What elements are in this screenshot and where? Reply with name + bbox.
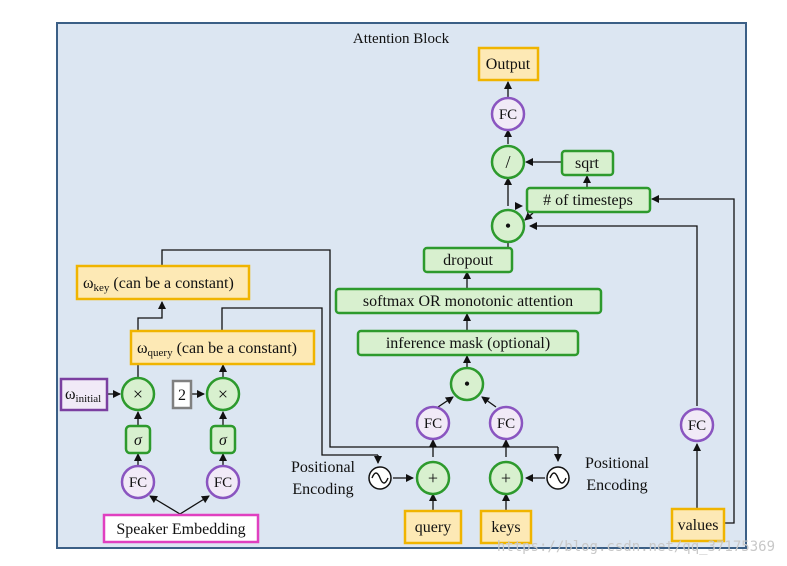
mask-node: inference mask (optional)	[356, 329, 580, 357]
fc-keys-label: FC	[497, 416, 515, 432]
fc-query-label: FC	[424, 416, 442, 432]
block-title: Attention Block	[353, 31, 450, 47]
fc-speaker-right-label: FC	[214, 475, 232, 491]
pe-left-line2: Encoding	[292, 481, 353, 498]
plus-keys-label: +	[501, 468, 511, 488]
fc-speaker-right-node: FC	[205, 464, 241, 500]
fc-values-node: FC	[679, 407, 715, 443]
speaker-embedding-label: Speaker Embedding	[116, 521, 245, 538]
two-node: 2	[171, 379, 193, 410]
sigma-right-node: σ	[209, 424, 237, 455]
omega-query-node: ωquery (can be a constant)	[129, 329, 316, 366]
dot-top-node: •	[490, 208, 526, 244]
omega-initial-label: ωinitial	[65, 386, 101, 405]
positional-encoding-left: Positional Encoding	[291, 459, 392, 498]
output-label: Output	[486, 56, 531, 73]
sqrt-label: sqrt	[575, 155, 600, 172]
fc-values-label: FC	[688, 418, 706, 434]
softmax-label: softmax OR monotonic attention	[363, 293, 573, 310]
divide-node: /	[490, 144, 526, 180]
fc-query-node: FC	[415, 405, 451, 441]
dropout-node: dropout	[422, 246, 514, 274]
omega-initial-node: ωinitial	[59, 377, 109, 412]
plus-query-node: +	[415, 460, 451, 496]
fc-keys-node: FC	[488, 405, 524, 441]
pe-right-line1: Positional	[585, 455, 650, 472]
times-right-label: ×	[218, 384, 228, 404]
dot-top-label: •	[505, 216, 511, 236]
watermark: https://blog.csdn.net/qq_37175369	[497, 539, 775, 555]
times-right-node: ×	[205, 376, 241, 412]
timesteps-node: # of timesteps	[525, 186, 652, 214]
softmax-node: softmax OR monotonic attention	[334, 287, 603, 315]
times-left-label: ×	[133, 384, 143, 404]
output-node: Output	[477, 46, 540, 82]
plus-query-label: +	[428, 468, 438, 488]
divide-label: /	[505, 152, 510, 172]
dot-mid-node: •	[449, 366, 485, 402]
values-node: values	[670, 507, 726, 543]
sigma-left-label: σ	[134, 432, 143, 449]
omega-query-label: ωquery (can be a constant)	[137, 340, 297, 359]
positional-encoding-right: Positional Encoding	[546, 455, 650, 494]
sqrt-node: sqrt	[560, 149, 615, 177]
times-left-node: ×	[120, 376, 156, 412]
mask-label: inference mask (optional)	[386, 335, 550, 352]
keys-node: keys	[479, 509, 533, 545]
fc-speaker-left-label: FC	[129, 475, 147, 491]
timesteps-label: # of timesteps	[543, 192, 633, 209]
query-node: query	[403, 509, 463, 545]
query-label: query	[415, 519, 451, 536]
fc-speaker-left-node: FC	[120, 464, 156, 500]
sigma-right-label: σ	[219, 432, 228, 449]
omega-key-node: ωkey (can be a constant)	[75, 264, 251, 301]
fc-output-node: FC	[490, 96, 526, 132]
plus-keys-node: +	[488, 460, 524, 496]
omega-key-label: ωkey (can be a constant)	[83, 275, 234, 294]
fc-output-label: FC	[499, 107, 517, 123]
keys-label: keys	[491, 519, 520, 536]
two-label: 2	[178, 387, 186, 404]
pe-left-line1: Positional	[291, 459, 356, 476]
pe-right-line2: Encoding	[586, 477, 647, 494]
speaker-embedding-node: Speaker Embedding	[102, 513, 260, 544]
dot-mid-label: •	[464, 374, 470, 394]
sigma-left-node: σ	[124, 424, 152, 455]
values-label: values	[678, 517, 719, 534]
dropout-label: dropout	[443, 252, 493, 269]
